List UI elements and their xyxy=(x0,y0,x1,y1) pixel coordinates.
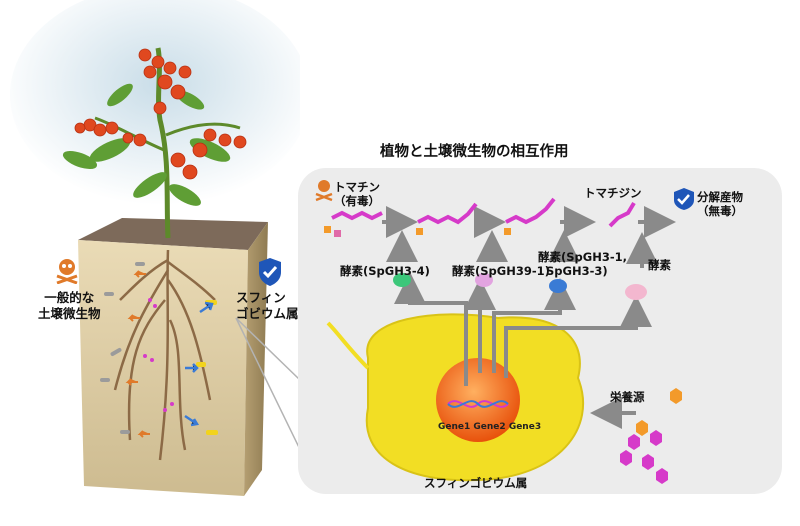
enzyme3-line1: 酵素(SpGH3-1, xyxy=(538,250,627,264)
gene-labels: Gene1 Gene2 Gene3 xyxy=(438,422,541,432)
enzyme2-label: 酵素(SpGH39-1) xyxy=(452,264,550,278)
pathway-graphics xyxy=(315,180,694,484)
sphingobium-left-label: スフィン ゴビウム属 xyxy=(236,290,299,322)
enzyme4-label: 酵素 xyxy=(648,258,671,272)
shield-check-icon xyxy=(259,258,281,286)
sphingobium-left-line2: ゴビウム属 xyxy=(236,306,299,321)
general-microbes-line1: 一般的な xyxy=(44,290,95,305)
degradation-product-line1: 分解産物 xyxy=(697,190,743,204)
enzyme1-label: 酵素(SpGH3-4) xyxy=(340,264,430,278)
enzyme3-label: 酵素(SpGH3-1, SpGH3-3) xyxy=(538,250,627,278)
degradation-product-label: 分解産物 （無毒） xyxy=(697,190,743,218)
degradation-product-line2: （無毒） xyxy=(697,204,743,218)
tomatine-line1: トマチン xyxy=(334,180,380,194)
tomatine-label: トマチン （有毒） xyxy=(334,180,380,208)
diagram-title: 植物と土壌微生物の相互作用 xyxy=(380,144,569,160)
tomatine-line2: （有毒） xyxy=(334,194,380,208)
nutrients-label: 栄養源 xyxy=(610,390,645,404)
shield-check-icon xyxy=(674,188,694,210)
plant-soil-illustration xyxy=(10,0,300,496)
tomatidine-label: トマチジン xyxy=(584,186,642,200)
skull-crossbones-icon xyxy=(315,180,333,202)
gene2-label: Gene2 xyxy=(473,422,506,432)
skull-crossbones-icon xyxy=(56,259,78,284)
general-microbes-label: 一般的な 土壌微生物 xyxy=(38,290,101,322)
sphingobium-cell-label: スフィンゴビウム属 xyxy=(424,476,528,490)
general-microbes-line2: 土壌微生物 xyxy=(38,306,101,321)
gene1-label: Gene1 xyxy=(438,422,471,432)
enzyme3-line2: SpGH3-3) xyxy=(546,264,608,278)
gene3-label: Gene3 xyxy=(508,422,542,432)
sphingobium-left-line1: スフィン xyxy=(236,290,286,305)
